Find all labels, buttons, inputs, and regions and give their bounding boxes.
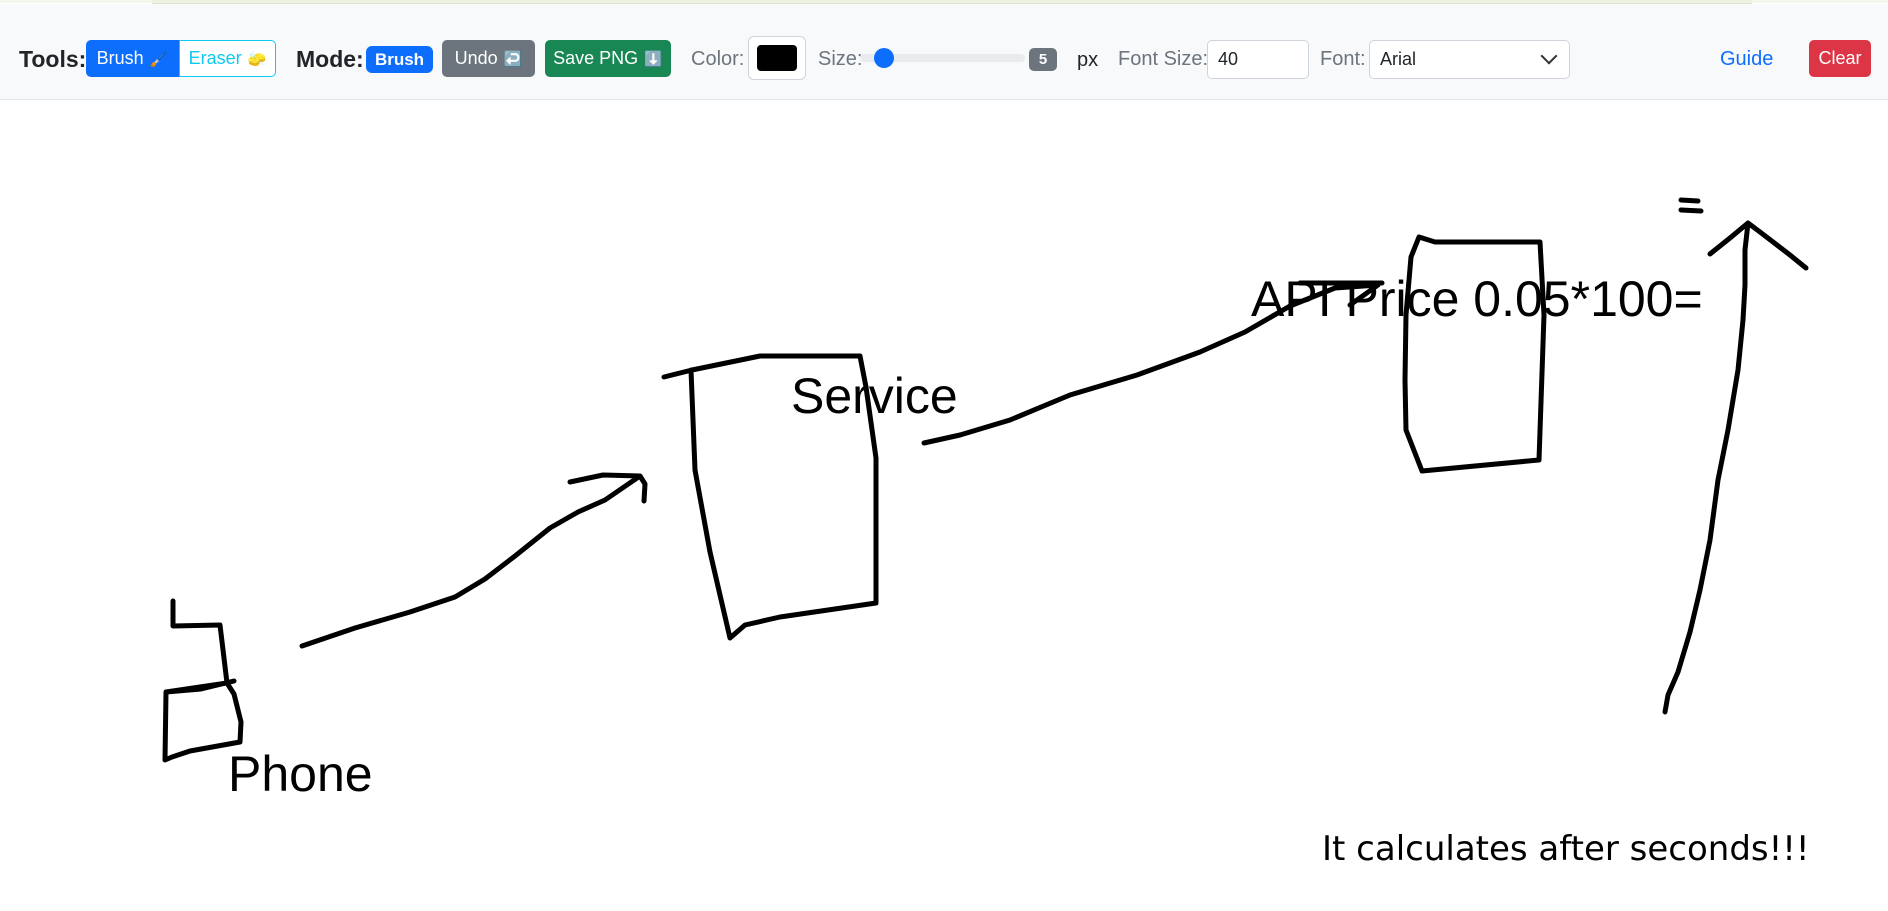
size-label: Size:: [818, 48, 863, 70]
save-png-button[interactable]: Save PNG ⬇️: [545, 40, 671, 77]
font-select-value: Arial: [1380, 49, 1417, 69]
service-text: Service: [791, 368, 958, 424]
size-unit-label: px: [1077, 49, 1099, 71]
guide-link[interactable]: Guide: [1720, 48, 1774, 70]
save-png-label: Save PNG: [553, 48, 639, 68]
undo-arrow-icon: ↩️: [503, 50, 523, 68]
phone-drawing: [162, 598, 244, 763]
clear-button[interactable]: Clear: [1809, 40, 1871, 77]
size-slider[interactable]: [860, 47, 1025, 68]
mode-label: Mode:: [296, 46, 364, 72]
api-price-text: API Price 0.05*100=: [1251, 271, 1703, 327]
font-size-input[interactable]: 40: [1207, 40, 1309, 79]
eraser-icon: 🧽: [247, 50, 267, 68]
paintbrush-icon: 🖌️: [149, 50, 169, 68]
tools-label: Tools:: [19, 46, 87, 72]
size-slider-thumb[interactable]: [874, 48, 894, 68]
mode-badge: Brush: [366, 46, 433, 73]
undo-button[interactable]: Undo ↩️: [442, 40, 535, 77]
brush-tool-label: Brush: [96, 48, 144, 68]
font-size-label: Font Size:: [1118, 48, 1209, 70]
color-picker[interactable]: [748, 36, 806, 80]
eraser-tool-label: Eraser: [188, 48, 242, 68]
font-label: Font:: [1320, 48, 1366, 70]
browser-top-strip: [0, 0, 1888, 4]
color-swatch: [757, 45, 797, 71]
chevron-down-icon: [1540, 47, 1558, 65]
download-arrow-icon: ⬇️: [644, 50, 663, 68]
equals-mark: [1678, 197, 1704, 214]
arrow-service-to-api: [921, 280, 1385, 446]
brush-tool-button[interactable]: Brush 🖌️: [86, 40, 179, 77]
api-box: [1402, 234, 1547, 474]
undo-label: Undo: [454, 48, 498, 68]
size-value-badge: 5: [1029, 48, 1057, 71]
font-select[interactable]: Arial: [1369, 40, 1570, 79]
phone-text: Phone: [228, 746, 373, 802]
service-box: [661, 353, 879, 641]
arrow-up-to-api: [1662, 220, 1809, 715]
color-label: Color:: [691, 48, 745, 70]
browser-top-strip-inner: [152, 0, 1752, 4]
calculation-note-text: It calculates after seconds!!!: [1322, 829, 1810, 869]
arrow-phone-to-service: [299, 472, 648, 649]
drawing-canvas[interactable]: Phone Service API Price 0.05*100= It cal…: [0, 100, 1888, 911]
size-slider-track: [860, 54, 1025, 62]
toolbar: Tools: Brush 🖌️ Eraser 🧽 Mode: Brush Und…: [0, 4, 1888, 100]
eraser-tool-button[interactable]: Eraser 🧽: [179, 40, 276, 77]
canvas-strokes: [162, 197, 1809, 763]
